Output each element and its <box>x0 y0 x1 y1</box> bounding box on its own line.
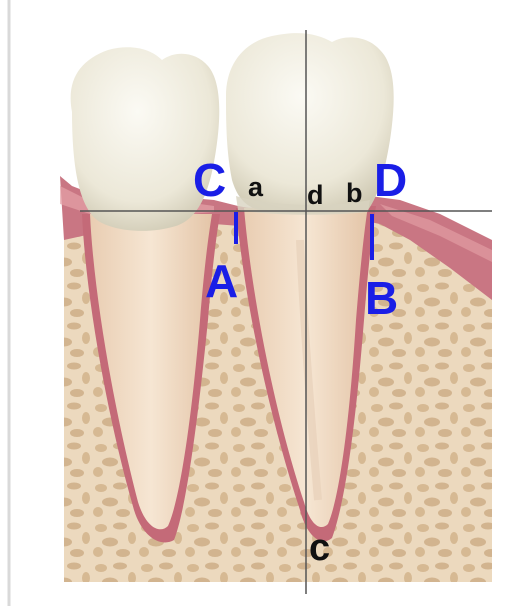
label-a: a <box>248 172 264 202</box>
label-C-upper: C <box>193 154 226 206</box>
label-d: d <box>307 180 324 210</box>
label-A: A <box>205 255 238 307</box>
label-D: D <box>374 154 407 206</box>
label-c-apex: c <box>309 527 330 569</box>
label-b: b <box>346 178 363 208</box>
label-B: B <box>365 272 398 324</box>
